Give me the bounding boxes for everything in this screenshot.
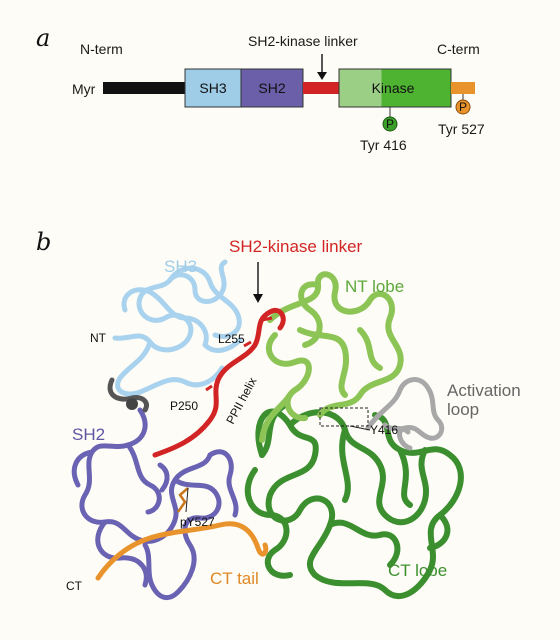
sh3-domain-label: SH3	[199, 80, 226, 96]
linker-sidechains	[205, 316, 273, 392]
nt-lobe-label: NT lobe	[345, 277, 404, 296]
linker-label-b: SH2-kinase linker	[229, 237, 363, 256]
y416-leader	[349, 425, 371, 431]
kinase-domain-label: Kinase	[372, 80, 415, 96]
sh2-domain-label: SH2	[258, 80, 285, 96]
nt-label: NT	[90, 331, 107, 345]
tyr527-label: Tyr 527	[438, 121, 485, 137]
panel-b-letter: b	[36, 228, 51, 256]
ct-tail-label: CT tail	[210, 569, 259, 588]
c-terminal-tail-segment	[451, 82, 475, 94]
y416-site-box	[319, 407, 369, 427]
tyr416-phospho-icon	[382, 116, 398, 132]
panel-b: b	[36, 228, 521, 601]
linker-arrow-a-head	[317, 72, 327, 80]
nt-lobe-ribbon	[259, 271, 404, 443]
y416-label: Y416	[370, 423, 398, 437]
py527-leader	[185, 487, 189, 513]
n-term-label: N-term	[80, 41, 123, 57]
p250-label: P250	[170, 399, 198, 413]
panel-a: a N-term SH2-kinase linker C-term Myr SH…	[36, 24, 485, 153]
sh2-ribbon	[71, 407, 239, 601]
tyr527-phospho-letter: P	[459, 100, 467, 114]
linker-label-a: SH2-kinase linker	[248, 33, 358, 49]
connector-knot	[126, 398, 138, 410]
c-term-label: C-term	[437, 41, 480, 57]
tyr416-label: Tyr 416	[360, 137, 407, 153]
linker-ribbon	[152, 308, 286, 458]
kinase-nt-portion	[339, 69, 382, 107]
ct-label: CT	[66, 579, 83, 593]
py527-sidechain	[176, 487, 189, 513]
tyr416-phospho-letter: P	[386, 117, 394, 131]
ct-tail-ribbon	[95, 521, 269, 581]
tyr527-phospho-icon	[455, 99, 471, 115]
activation-label-line2: loop	[447, 400, 479, 419]
activation-loop-ribbon	[365, 377, 445, 451]
sh3-label-b: SH3	[164, 257, 197, 276]
n-terminal-segment	[103, 82, 185, 94]
sh3-ribbon	[112, 259, 243, 397]
panel-a-letter: a	[36, 24, 50, 52]
py527-label: pY527	[180, 515, 215, 529]
ppii-label: PPII helix	[223, 375, 259, 426]
linker-arrow-b-head	[253, 294, 263, 303]
sh2-domain-box	[240, 68, 304, 108]
ct-lobe-label: CT lobe	[388, 561, 447, 580]
ct-lobe-ribbon	[244, 402, 464, 599]
linker-segment	[303, 82, 339, 94]
l255-label: L255	[218, 332, 245, 346]
sh2-label-b: SH2	[72, 425, 105, 444]
myr-label: Myr	[72, 81, 96, 97]
activation-label-line1: Activation	[447, 381, 521, 400]
